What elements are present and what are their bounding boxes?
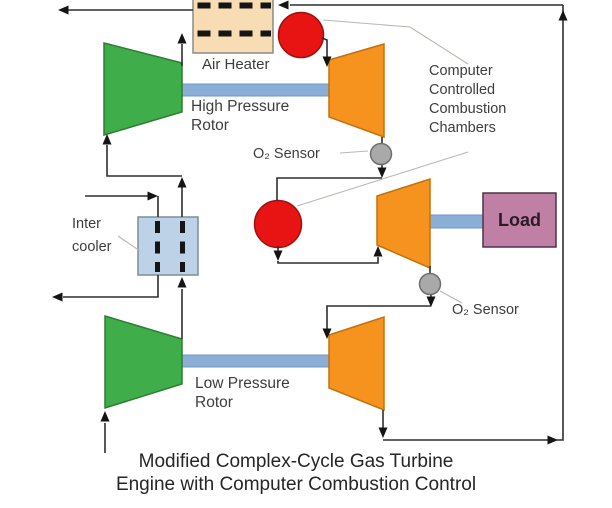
pointer-combustor1-to-label <box>322 19 469 65</box>
intercooler-label: Inter cooler <box>72 216 112 255</box>
pointer-sensor2-label <box>439 290 463 304</box>
cooling-air-out-line <box>63 275 159 298</box>
intercooler-box <box>137 216 199 276</box>
load-box <box>482 192 557 248</box>
arrow-sensor2-down <box>426 296 436 307</box>
arrow-into-hp-turbine <box>322 56 332 67</box>
load-label: Load <box>498 209 541 230</box>
arrow-exhaust-into-heater <box>278 0 289 10</box>
air-heater-box <box>192 0 274 54</box>
load-shaft <box>427 214 485 229</box>
hp-turbine-shape <box>328 43 385 139</box>
o2-sensor-1-label: O₂ Sensor <box>253 146 320 162</box>
arrow-air-inlet <box>100 411 110 422</box>
arrow-into-lp-turbine <box>322 328 332 339</box>
arrow-exhaust-right <box>547 435 558 445</box>
combustor2-to-power-turbine-line <box>277 257 379 264</box>
lp-rotor-label: Low Pressure Rotor <box>195 375 290 411</box>
arrow-into-hp-compressor <box>102 134 112 145</box>
intercooler-to-hp-compressor-line <box>106 145 182 177</box>
arrow-cooling-out <box>52 292 63 302</box>
hp-rotor-label: High Pressure Rotor <box>191 98 290 134</box>
arrow-sensor1-down <box>377 167 387 178</box>
arrow-into-power-turbine <box>373 246 383 257</box>
o2-sensor-1 <box>369 142 393 166</box>
o2-sensor-2 <box>418 272 442 296</box>
arrow-into-air-heater <box>177 33 187 44</box>
combustion-chambers-label: Computer Controlled Combustion Chambers <box>429 63 507 136</box>
combustor1-to-hp-turbine-line <box>321 37 328 58</box>
hp-rotor-shaft <box>181 83 334 97</box>
pointer-combustor2-to-label <box>296 151 469 207</box>
exhaust-riser-line <box>556 5 564 441</box>
power-turbine-shape <box>376 177 431 270</box>
arrow-intercooler-out-up <box>177 177 187 188</box>
o2-sensor-2-label: O₂ Sensor <box>452 302 519 318</box>
combustion-chamber-1 <box>277 11 325 59</box>
arrow-cooling-in <box>147 191 158 201</box>
pointer-sensor1-label <box>339 150 369 154</box>
sensor1-to-combustor2-line <box>276 177 382 201</box>
arrow-combustor2-down <box>273 250 283 261</box>
arrow-exhaust-up <box>558 10 568 21</box>
hp-compressor-shape <box>103 42 183 137</box>
arrow-lp-exhaust-down <box>378 427 388 438</box>
arrow-into-intercooler <box>177 277 187 288</box>
lp-compressor-shape <box>104 314 183 410</box>
lp-rotor-shaft <box>181 354 334 368</box>
pointer-intercooler-label <box>117 235 141 252</box>
arrow-exhaust-out <box>58 5 69 15</box>
diagram-title: Modified Complex-Cycle Gas Turbine Engin… <box>115 451 477 495</box>
sensor2-to-lp-turbine-line <box>326 305 431 329</box>
combustion-chamber-2 <box>253 199 303 249</box>
lp-turbine-shape <box>328 315 385 412</box>
air-heater-label: Air Heater <box>202 56 270 73</box>
